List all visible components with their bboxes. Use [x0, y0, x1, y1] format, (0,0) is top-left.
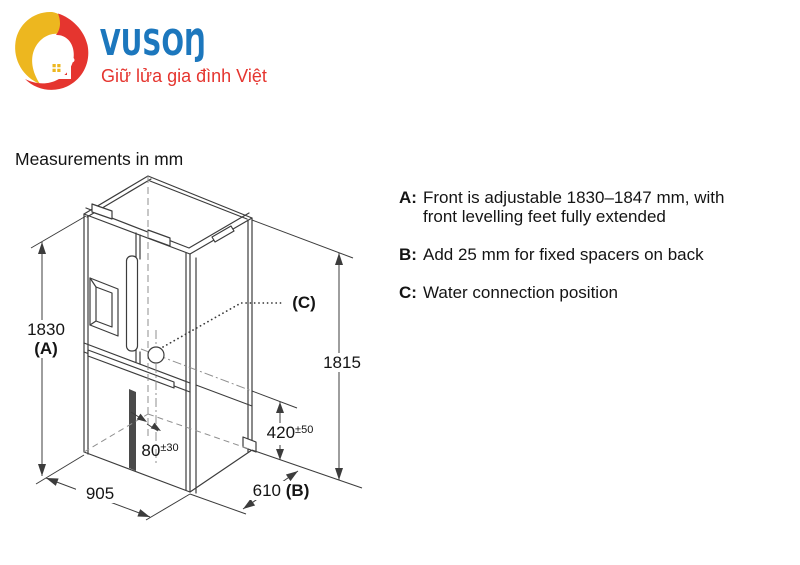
dimension-arrowheads — [38, 242, 343, 517]
dim-width: 905 — [76, 484, 124, 503]
hidden-edges — [83, 176, 253, 464]
brand-name: VUSOŊ — [100, 23, 207, 64]
diagram-heading: Measurements in mm — [15, 149, 184, 169]
fridge-outline — [83, 175, 257, 494]
water-dispenser — [89, 277, 119, 337]
dim-water-offset: 80±30 — [141, 441, 179, 460]
label-water-connection: (C) — [284, 293, 324, 312]
door-handle — [125, 255, 139, 352]
note-c: C: Water connection position — [399, 283, 791, 302]
back-spacer-block — [242, 436, 257, 453]
dim-height-front: 1830 (A) — [18, 320, 74, 358]
water-connection-circle — [147, 346, 165, 364]
note-a-text: Front is adjustable 1830–1847 mm, with f… — [423, 188, 725, 226]
water-connection-leader — [162, 302, 284, 348]
note-a-key: A: — [399, 188, 417, 207]
annotation-notes: A: Front is adjustable 1830–1847 mm, wit… — [399, 188, 791, 321]
note-c-text: Water connection position — [423, 283, 618, 302]
dim-water-height: 420±50 — [262, 423, 318, 445]
dim-height-back: 1815 — [316, 353, 368, 372]
note-a: A: Front is adjustable 1830–1847 mm, wit… — [399, 188, 791, 226]
vuson-logo[interactable]: VUSOŊ Giữ lửa gia đình Việt — [10, 6, 310, 101]
vuson-logo-mark — [15, 11, 89, 90]
note-b-text: Add 25 mm for fixed spacers on back — [423, 245, 704, 264]
logo-yellow-swirl — [15, 11, 73, 84]
logo-red-swirl — [25, 13, 89, 90]
note-b: B: Add 25 mm for fixed spacers on back — [399, 245, 791, 264]
lower-door-seam — [129, 389, 136, 471]
logo-house-icon — [35, 41, 75, 79]
brand-tagline: Giữ lửa gia đình Việt — [101, 66, 267, 86]
dim-depth: 610 (B) — [248, 481, 314, 500]
note-c-key: C: — [399, 283, 417, 302]
note-b-key: B: — [399, 245, 417, 264]
